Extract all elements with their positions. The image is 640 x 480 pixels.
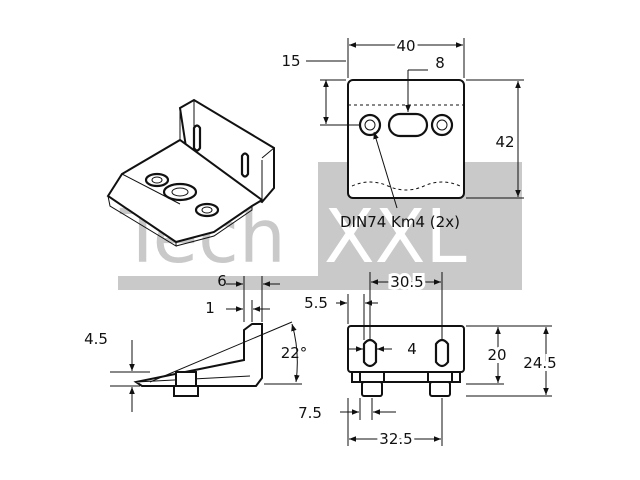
watermark-suffix: XXL: [324, 194, 467, 280]
front-slot-left: [362, 338, 378, 368]
top-slot-center: [387, 112, 429, 138]
iso-wall-slot-right: [240, 152, 250, 178]
dim-lip-height: 4.5: [84, 330, 108, 348]
iso-hole-right: [194, 202, 220, 218]
dim-slot-span: 30.5: [390, 273, 423, 291]
front-slot-right: [434, 338, 450, 368]
dim-hole-offset: 15: [281, 52, 300, 70]
isometric-view: [106, 98, 275, 247]
top-view-edge-line: [351, 181, 461, 191]
dim-angle-arc: [291, 323, 300, 383]
side-nut: [175, 371, 197, 387]
top-hole-right: [430, 113, 454, 137]
iso-base-plate: [106, 138, 264, 244]
dim-slot-offset: 5.5: [304, 294, 328, 312]
dim-side-thickness: 1: [205, 299, 215, 317]
front-view: 30.5 5.5 4 20 24.5 7.5 32.5: [298, 270, 560, 451]
dim-hole-span: 32.5: [379, 430, 412, 448]
front-nut-right: [429, 381, 451, 397]
front-base: [351, 371, 461, 383]
iso-wall-slot-left: [192, 124, 202, 152]
iso-hole-left: [144, 172, 170, 188]
dim-slot-height: 20: [487, 346, 506, 364]
dim-slot-width: 8: [435, 54, 445, 72]
dim-top-height: 42: [495, 133, 514, 151]
top-view-outline: [347, 79, 465, 199]
dim-angle: 22°: [281, 344, 308, 362]
dim-hole-offset-front: 7.5: [298, 404, 322, 422]
side-view: 6 1 4.5 22°: [84, 272, 307, 412]
dim-top-width: 40: [396, 37, 415, 55]
top-view: 40 8 15 42 DIN74 Km4 (2x): [281, 34, 524, 231]
iso-slot-center: [162, 182, 198, 202]
dim-side-width: 6: [217, 272, 227, 290]
front-nut-left: [361, 381, 383, 397]
dim-front-slot-width: 4: [407, 340, 417, 358]
side-profile: [133, 323, 263, 387]
callout-arrow: [373, 131, 398, 209]
dim-total-height: 24.5: [523, 354, 556, 372]
iso-wall-edges: [179, 100, 275, 200]
watermark: Tech XXL: [118, 162, 522, 290]
callout-label: DIN74 Km4 (2x): [340, 213, 460, 231]
